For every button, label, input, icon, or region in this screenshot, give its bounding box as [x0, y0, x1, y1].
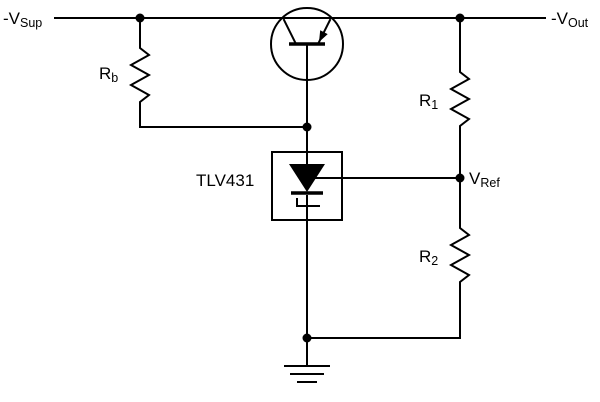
resistor-r1	[448, 17, 472, 179]
pnp-arrow-icon	[319, 30, 328, 42]
junction-dot	[302, 122, 312, 132]
label-vout: -VOut	[551, 9, 589, 30]
junction-dot	[455, 13, 465, 23]
resistor-zigzag	[448, 17, 472, 179]
label-tlv431: TLV431	[196, 171, 254, 190]
junction-dot	[455, 173, 465, 183]
tlv431-reference-hook	[296, 198, 320, 207]
label-r1: R1	[419, 91, 438, 112]
pnp-transistor-symbol	[270, 7, 344, 165]
resistor-zigzag	[448, 177, 472, 339]
resistor-zigzag	[128, 17, 152, 128]
resistor-rb	[128, 17, 308, 128]
label-vref: VRef	[469, 169, 500, 190]
label-vsup: -VSup	[3, 9, 42, 30]
resistor-r2	[448, 177, 472, 339]
tlv431-triangle-icon	[289, 164, 325, 192]
label-r2: R2	[419, 247, 438, 268]
ground-symbol-icon	[284, 365, 330, 383]
collector-lead	[282, 18, 298, 46]
label-rb: Rb	[99, 64, 118, 85]
junction-dot	[135, 13, 145, 23]
junction-dot	[302, 333, 312, 343]
